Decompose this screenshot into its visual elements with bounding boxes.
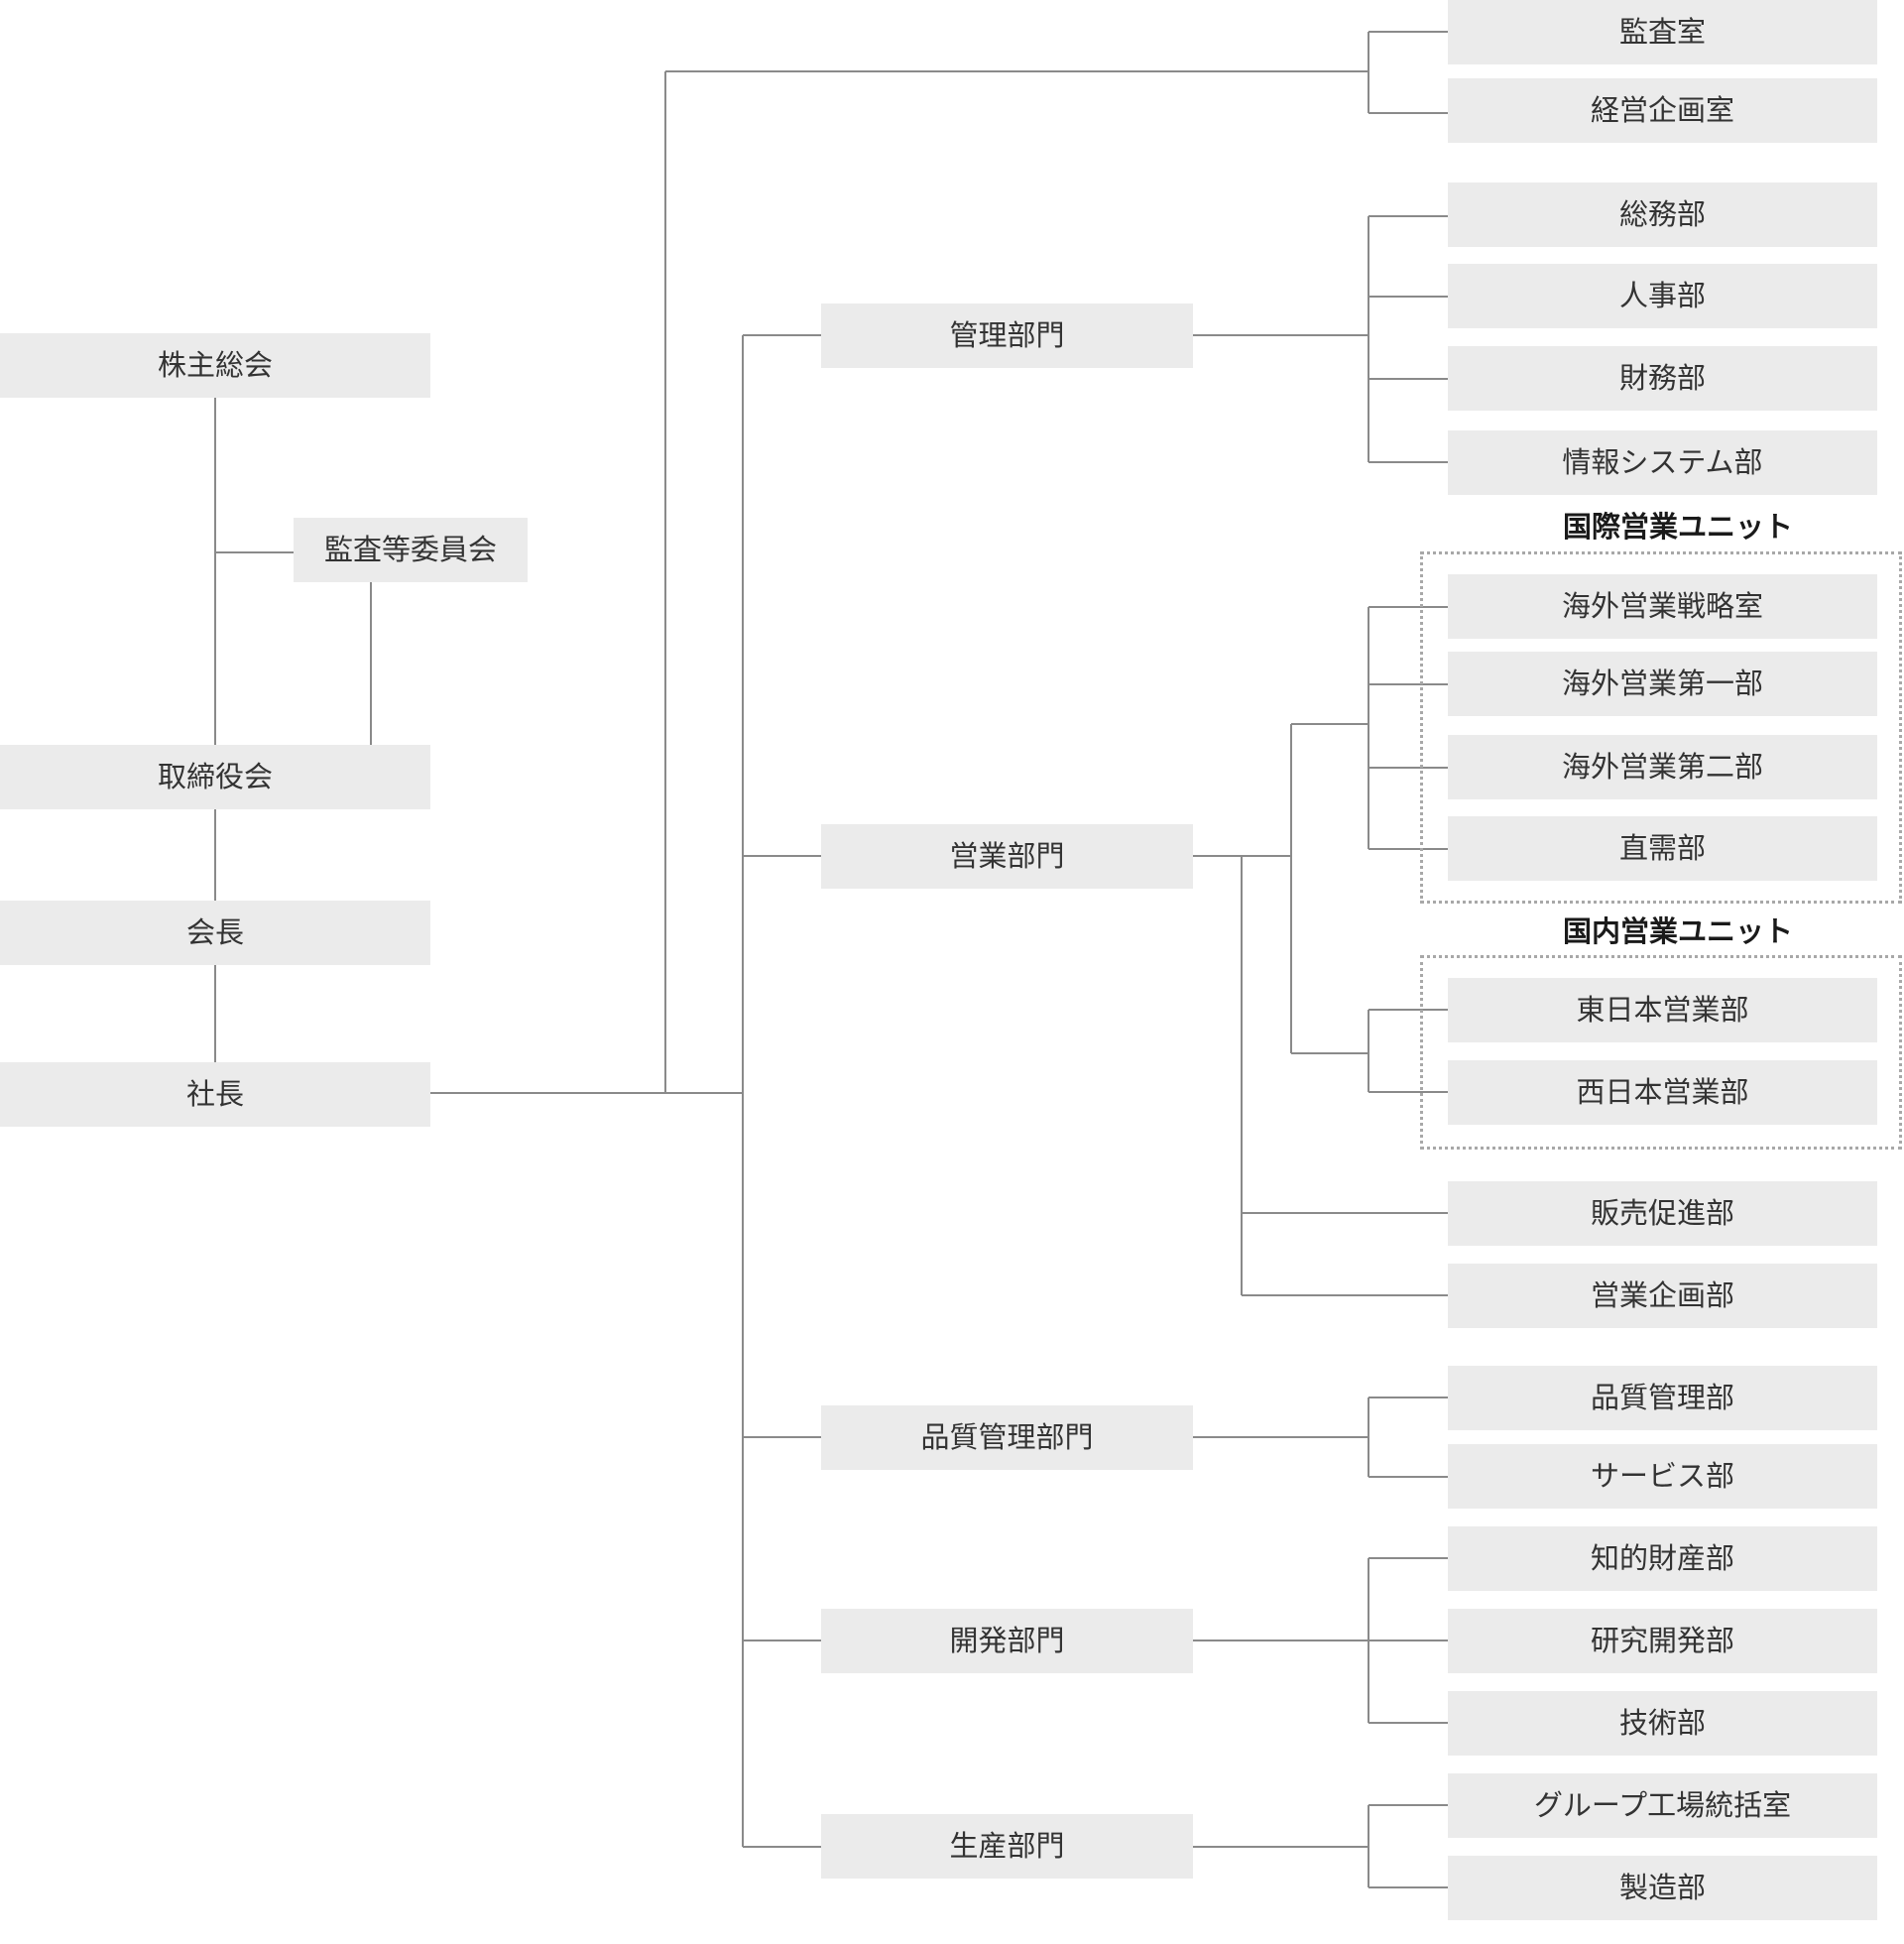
- production-division-box: 生産部門: [821, 1814, 1193, 1879]
- intl-sales-unit-title: 国際営業ユニット: [1563, 510, 1794, 544]
- department-box: 西日本営業部: [1448, 1060, 1877, 1125]
- intl-sales-unit-frame: [1420, 551, 1902, 904]
- department-box: サービス部: [1448, 1444, 1877, 1509]
- chairman-box: 会長: [0, 901, 430, 965]
- domestic-sales-unit-frame: [1420, 955, 1902, 1150]
- department-box: 研究開発部: [1448, 1609, 1877, 1673]
- department-box: 販売促進部: [1448, 1181, 1877, 1246]
- planning-office-box: 経営企画室: [1448, 78, 1877, 143]
- department-box: 人事部: [1448, 264, 1877, 328]
- department-box: 海外営業戦略室: [1448, 574, 1877, 639]
- admin-division-box: 管理部門: [821, 304, 1193, 368]
- department-box: 総務部: [1448, 182, 1877, 247]
- department-box: 技術部: [1448, 1691, 1877, 1756]
- quality-division-box: 品質管理部門: [821, 1405, 1193, 1470]
- president-box: 社長: [0, 1062, 430, 1127]
- department-box: グループ工場統括室: [1448, 1773, 1877, 1838]
- development-division-box: 開発部門: [821, 1609, 1193, 1673]
- department-box: 東日本営業部: [1448, 978, 1877, 1042]
- department-box: 海外営業第二部: [1448, 735, 1877, 799]
- department-box: 直需部: [1448, 816, 1877, 881]
- department-box: 品質管理部: [1448, 1366, 1877, 1430]
- department-box: 製造部: [1448, 1856, 1877, 1920]
- audit-committee-box: 監査等委員会: [294, 518, 528, 582]
- department-box: 情報システム部: [1448, 430, 1877, 495]
- domestic-sales-unit-title: 国内営業ユニット: [1563, 914, 1794, 948]
- sales-division-box: 営業部門: [821, 824, 1193, 889]
- department-box: 知的財産部: [1448, 1526, 1877, 1591]
- department-box: 営業企画部: [1448, 1264, 1877, 1328]
- board-of-directors-box: 取締役会: [0, 745, 430, 809]
- audit-office-box: 監査室: [1448, 0, 1877, 64]
- department-box: 海外営業第一部: [1448, 652, 1877, 716]
- department-box: 財務部: [1448, 346, 1877, 411]
- shareholders-meeting-box: 株主総会: [0, 333, 430, 398]
